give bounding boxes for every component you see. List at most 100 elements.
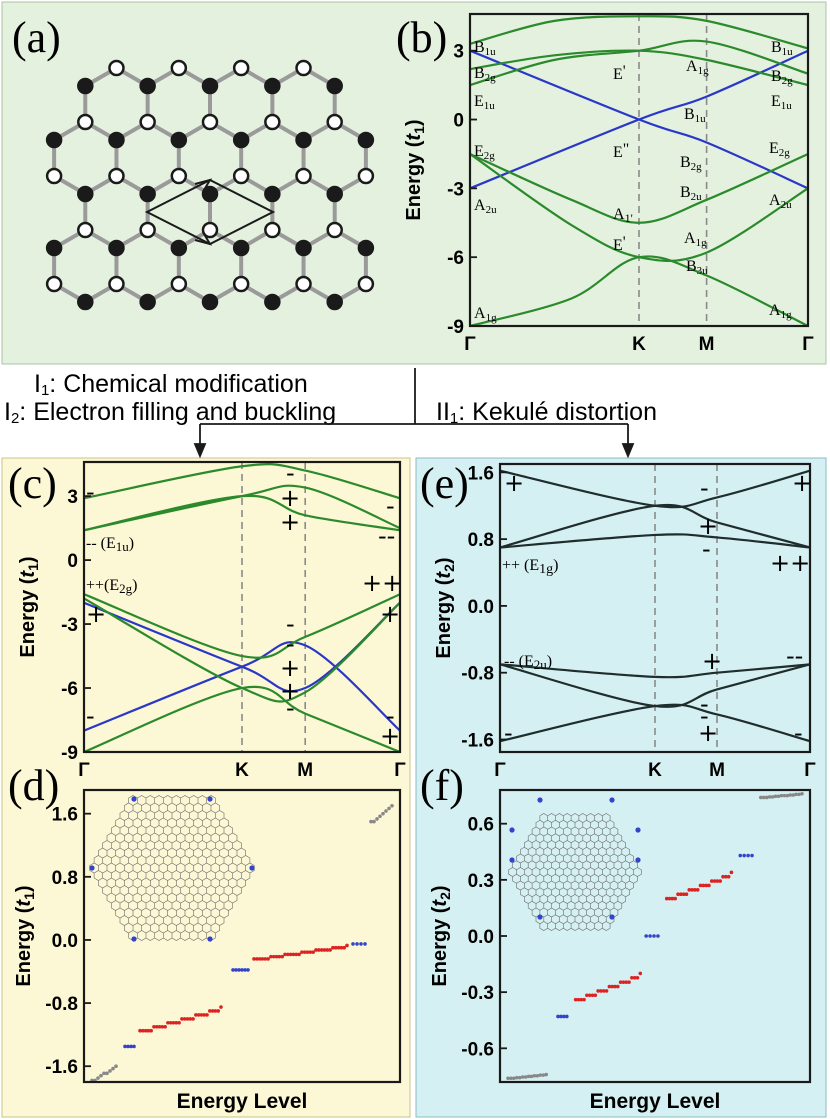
energy-level-point — [363, 942, 367, 946]
header-electron-filling: I2: Electron filling and buckling — [4, 398, 336, 427]
edge-state-site — [207, 936, 213, 942]
energy-level-point — [742, 853, 746, 858]
sym-label: A1g — [474, 305, 497, 324]
header-chemical-modification: I1: Chemical modification — [34, 370, 308, 399]
energy-level-point — [260, 957, 265, 961]
y-tick-label: -1.6 — [45, 1057, 78, 1078]
sign-label: + — [280, 508, 300, 536]
energy-level-point — [535, 1073, 540, 1078]
energy-level-point — [526, 1074, 531, 1079]
sign-label: - — [286, 459, 295, 487]
energy-level-point — [506, 1076, 510, 1081]
site-b — [326, 221, 343, 239]
y-tick-label: -0.8 — [45, 994, 78, 1015]
energy-level-point — [770, 795, 775, 799]
energy-level-point — [627, 980, 631, 984]
edge-state-site — [249, 865, 255, 871]
panel-e-label: (e) — [420, 459, 469, 508]
energy-level-point — [794, 792, 798, 797]
hexagonal-flake-f — [508, 797, 642, 931]
energy-level-point — [759, 795, 763, 800]
energy-level-point — [126, 1044, 130, 1049]
site-b — [357, 167, 375, 185]
energy-level-point — [773, 794, 778, 799]
sym-label: A1g — [769, 302, 792, 321]
panel-d-label: (d) — [8, 761, 59, 810]
energy-level-point — [342, 945, 346, 950]
y-axis-label: Energy (t1) — [17, 556, 41, 657]
site-b — [264, 221, 281, 239]
energy-level-point — [152, 1024, 156, 1029]
site-b — [201, 221, 219, 239]
energy-level-point — [776, 794, 781, 799]
energy-level-point — [698, 883, 703, 888]
site-b — [295, 167, 312, 185]
energy-level-point — [102, 1071, 106, 1076]
energy-level-point — [616, 984, 620, 989]
energy-level-point — [604, 989, 609, 993]
x-tick-label: K — [632, 334, 646, 355]
energy-level-point — [191, 1017, 195, 1021]
energy-level-point — [621, 980, 626, 984]
site-a — [45, 131, 63, 149]
energy-level-point — [652, 934, 656, 938]
energy-level-point — [750, 853, 754, 858]
y-tick-label: 0.0 — [468, 597, 494, 618]
sym-label: A1' — [613, 206, 633, 225]
energy-level-point — [160, 1024, 165, 1029]
energy-level-point — [585, 993, 589, 998]
sign-label: - — [700, 690, 709, 718]
energy-level-point — [123, 1044, 127, 1049]
energy-level-point — [576, 997, 581, 1002]
energy-level-point — [746, 853, 750, 858]
site-a — [326, 77, 343, 95]
energy-level-point — [800, 791, 804, 796]
unit-cell-rhombus — [144, 178, 276, 246]
energy-level-point — [632, 976, 637, 980]
energy-level-point — [297, 952, 301, 957]
energy-level-point — [231, 968, 235, 972]
energy-level-point — [644, 934, 648, 938]
site-b — [357, 275, 375, 293]
energy-level-point — [587, 993, 592, 998]
energy-level-point — [182, 1017, 187, 1021]
energy-level-point — [154, 1024, 159, 1029]
energy-level-point — [216, 1009, 221, 1013]
energy-level-point — [562, 1014, 566, 1019]
energy-level-point — [210, 1009, 215, 1013]
energy-level-point — [512, 1076, 516, 1081]
energy-level-point — [319, 948, 324, 952]
energy-level-point — [351, 942, 355, 946]
y-tick-label: 0.8 — [468, 530, 494, 551]
site-a — [326, 185, 343, 203]
energy-level-point — [624, 980, 629, 984]
sign-label: - — [794, 719, 803, 747]
energy-level-point — [294, 952, 299, 957]
sign-label: -- — [378, 522, 395, 550]
x-axis-label: Energy Level — [177, 1090, 308, 1113]
band-line — [469, 49, 809, 190]
energy-level-point — [166, 1021, 170, 1025]
header-kekule-distortion: II1: Kekulé distortion — [436, 398, 657, 427]
energy-level-point — [325, 948, 330, 952]
plot-frame — [468, 12, 810, 328]
y-tick-label: -9 — [61, 743, 78, 764]
sym-label: B3u — [686, 258, 708, 277]
energy-level-point — [277, 954, 282, 959]
energy-level-point — [132, 1044, 136, 1049]
band-line — [83, 685, 401, 754]
energy-level-point — [779, 793, 784, 798]
site-b — [139, 221, 156, 239]
energy-level-point — [283, 952, 287, 957]
site-b — [232, 167, 250, 185]
energy-level-point — [168, 1021, 173, 1025]
energy-level-point — [331, 945, 335, 950]
energy-level-point — [114, 1064, 118, 1069]
edge-state-site — [509, 857, 515, 863]
site-b — [108, 167, 125, 185]
y-tick-label: 0.3 — [468, 871, 494, 892]
site-a — [139, 77, 156, 95]
energy-level-point — [721, 874, 725, 879]
